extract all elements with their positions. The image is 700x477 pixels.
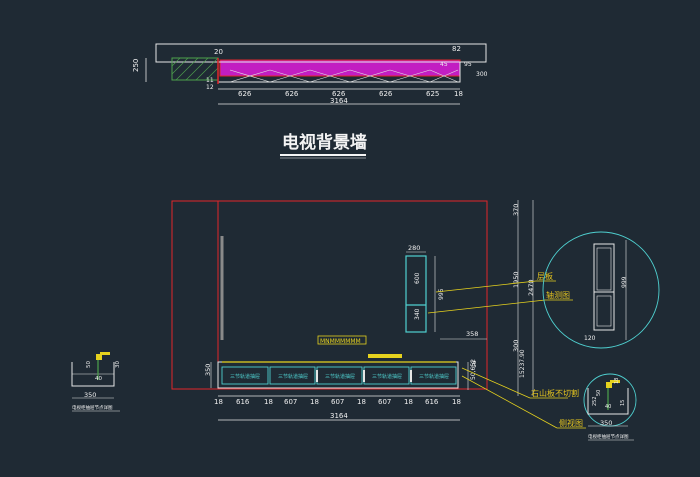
label-axis-view: 轴测图 bbox=[546, 290, 570, 300]
detail-shelf-inner-bottom bbox=[596, 295, 612, 327]
right-dim-300: 300 bbox=[512, 340, 520, 352]
plan-dim-left: 250 bbox=[132, 59, 140, 72]
right-detail: 18 50 40 252 15 350 电视柜抽屉节点详图 bbox=[583, 373, 637, 441]
label-side-view: 侧视图 bbox=[559, 418, 583, 428]
plan-seg-3: 626 bbox=[379, 90, 393, 98]
right-detail-body bbox=[587, 388, 629, 415]
right-dim-370: 370 bbox=[512, 204, 520, 216]
plan-view: 250 20 82 45 95 300 11 12 626 626 626 62… bbox=[132, 43, 488, 105]
cabinet-label-box bbox=[317, 335, 367, 345]
cabinet-label: MNMMMMMM bbox=[320, 338, 361, 345]
elev-total: 3164 bbox=[330, 412, 348, 420]
left-dim-30: 30 bbox=[115, 361, 121, 368]
drawer-label-2: 三节轨道抽屉 bbox=[278, 373, 308, 380]
right-dim-50: 50 bbox=[596, 390, 602, 396]
right-dim-2470: 2470 bbox=[527, 279, 535, 296]
elev-dim-2: 18 bbox=[264, 398, 273, 406]
right-dim-350: 350 bbox=[600, 419, 612, 427]
elev-dim-1: 616 bbox=[236, 398, 250, 406]
detail-circle bbox=[542, 231, 660, 349]
drawer-label-4: 三节轨道抽屉 bbox=[372, 373, 402, 380]
elev-dim-0: 18 bbox=[214, 398, 223, 406]
elevation-view: 280 600 340 995 358 MNMMMMMM 三节轨道抽屉 三节轨道… bbox=[171, 200, 535, 421]
elev-dim-7: 607 bbox=[378, 398, 391, 406]
cabinet-top-tag bbox=[368, 354, 402, 358]
right-detail-marker bbox=[606, 382, 612, 388]
left-dim-350: 350 bbox=[84, 391, 96, 399]
leader-side-view bbox=[461, 375, 558, 429]
drawer-label-5: 三节轨道抽屉 bbox=[419, 373, 449, 380]
drawer-labels: 三节轨道抽屉 三节轨道抽屉 三节轨道抽屉 三节轨道抽屉 三节轨道抽屉 bbox=[230, 373, 449, 380]
cabinet-height-350: 350 bbox=[204, 364, 212, 376]
shelf-dim-280: 280 bbox=[408, 244, 420, 252]
left-dim-40: 40 bbox=[95, 376, 102, 382]
right-dim-15: 15 bbox=[620, 400, 626, 406]
right-detail-caption: 电视柜抽屉节点详图 bbox=[588, 433, 629, 440]
right-dim-40: 40 bbox=[605, 404, 611, 410]
plan-dim-12: 12 bbox=[206, 84, 214, 91]
plan-dim-82: 82 bbox=[452, 45, 461, 53]
plan-hatch-lines bbox=[171, 57, 219, 81]
right-dim-stack: 15237.90 bbox=[519, 349, 526, 378]
elev-dim-10: 18 bbox=[452, 398, 461, 406]
elev-dim-5: 607 bbox=[331, 398, 344, 406]
plan-dim-45: 45 bbox=[440, 61, 448, 68]
drawing-title: 电视背景墙 bbox=[282, 132, 367, 153]
plan-seg-end: 18 bbox=[454, 90, 463, 98]
plan-cabinet-cross bbox=[229, 69, 459, 83]
plan-outer-frame bbox=[155, 43, 487, 63]
side-dim-50: 50,652 bbox=[470, 359, 477, 380]
plan-seg-2: 626 bbox=[332, 90, 346, 98]
shelf-dim-600: 600 bbox=[414, 272, 421, 284]
right-dim-18: 18 bbox=[614, 378, 620, 384]
plan-dim-95: 95 bbox=[464, 61, 472, 68]
elev-dim-3: 607 bbox=[284, 398, 297, 406]
plan-dim-11: 11 bbox=[206, 77, 214, 84]
plan-dim-20: 20 bbox=[214, 48, 223, 56]
elev-bottom-dims: 18 616 18 607 18 607 18 607 18 616 18 bbox=[214, 398, 461, 406]
left-detail-caption: 电视柜抽屉节点详图 bbox=[72, 404, 113, 411]
leader-layer-board bbox=[435, 280, 537, 293]
elev-dim-8: 18 bbox=[404, 398, 413, 406]
label-right-board: 右山板不切割 bbox=[531, 388, 579, 398]
elev-dim-4: 18 bbox=[310, 398, 319, 406]
left-detail: 50 40 30 350 电视柜抽屉节点详图 bbox=[71, 352, 121, 412]
detail-shelf-inner-top bbox=[596, 247, 612, 291]
plan-dim-300: 300 bbox=[476, 71, 488, 78]
detail-dim-999: 999 bbox=[621, 276, 628, 288]
shelf-dim-340: 340 bbox=[414, 308, 421, 320]
leader-right-board bbox=[461, 367, 531, 399]
plan-seg-0: 626 bbox=[238, 90, 252, 98]
dim-358: 358 bbox=[466, 330, 478, 338]
drawer-2 bbox=[269, 366, 316, 385]
elev-dim-9: 616 bbox=[425, 398, 439, 406]
plan-segment-labels: 626 626 626 626 625 18 bbox=[238, 90, 463, 98]
plan-seg-1: 626 bbox=[285, 90, 299, 98]
drawer-1 bbox=[221, 366, 269, 385]
right-dim-1950: 1950 bbox=[512, 271, 520, 288]
left-dim-50: 50 bbox=[86, 361, 92, 368]
shelf-dim-995: 995 bbox=[438, 288, 445, 300]
right-dim-252: 252 bbox=[592, 396, 598, 406]
leader-axis-view bbox=[427, 299, 546, 314]
elev-dim-6: 18 bbox=[357, 398, 366, 406]
drawer-handles bbox=[316, 370, 412, 382]
wall-shelf bbox=[405, 255, 427, 333]
plan-seg-4: 625 bbox=[426, 90, 439, 98]
detail-dim-120: 120 bbox=[584, 335, 596, 342]
elevation-red-frame bbox=[171, 200, 488, 390]
plan-total: 3164 bbox=[330, 97, 348, 105]
drawer-label-1: 三节轨道抽屉 bbox=[230, 373, 260, 380]
detail-circle-shelf: 999 120 bbox=[542, 231, 660, 349]
left-detail-marker bbox=[96, 354, 102, 360]
detail-shelf-outer bbox=[593, 243, 615, 331]
drawer-label-3: 三节轨道抽屉 bbox=[325, 373, 355, 380]
side-dim-18: 18 bbox=[471, 360, 478, 368]
